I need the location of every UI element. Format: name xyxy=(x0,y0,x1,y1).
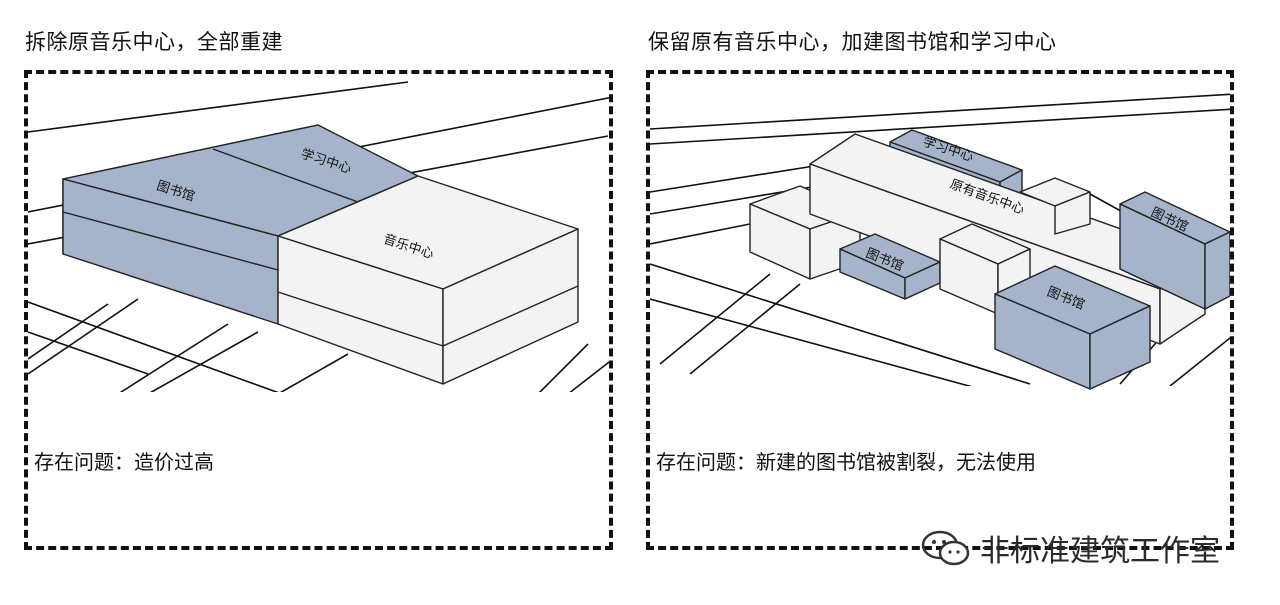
right-massing-diagram: 学习中心 原有音乐中心 图书馆 图书馆 图书馆 xyxy=(650,93,1230,546)
right-library-block-right xyxy=(1119,191,1230,310)
left-music-center-block xyxy=(277,175,579,385)
left-panel-title: 拆除原音乐中心，全部重建 xyxy=(25,30,283,54)
watermark: 非标准建筑工作室 xyxy=(920,526,1220,570)
right-site-roads xyxy=(650,93,1230,390)
left-diagram-panel: 图书馆 学习中心 音乐中心 存在问题：造价过高 xyxy=(24,70,613,550)
wechat-icon xyxy=(921,530,970,566)
left-massing-diagram: 图书馆 学习中心 音乐中心 xyxy=(28,81,609,546)
right-panel-title: 保留原有音乐中心，加建图书馆和学习中心 xyxy=(648,30,1057,54)
left-problem-text: 存在问题：造价过高 xyxy=(34,450,214,474)
right-problem-text: 存在问题：新建的图书馆被割裂，无法使用 xyxy=(656,450,1036,474)
right-existing-wing-right xyxy=(1019,177,1091,235)
watermark-text: 非标准建筑工作室 xyxy=(980,534,1220,569)
right-diagram-panel: 学习中心 原有音乐中心 图书馆 图书馆 图书馆 存在问题：新建的图书馆被割裂，无… xyxy=(646,70,1234,550)
right-library-block-large xyxy=(994,265,1151,390)
right-library-block-small xyxy=(839,233,941,300)
